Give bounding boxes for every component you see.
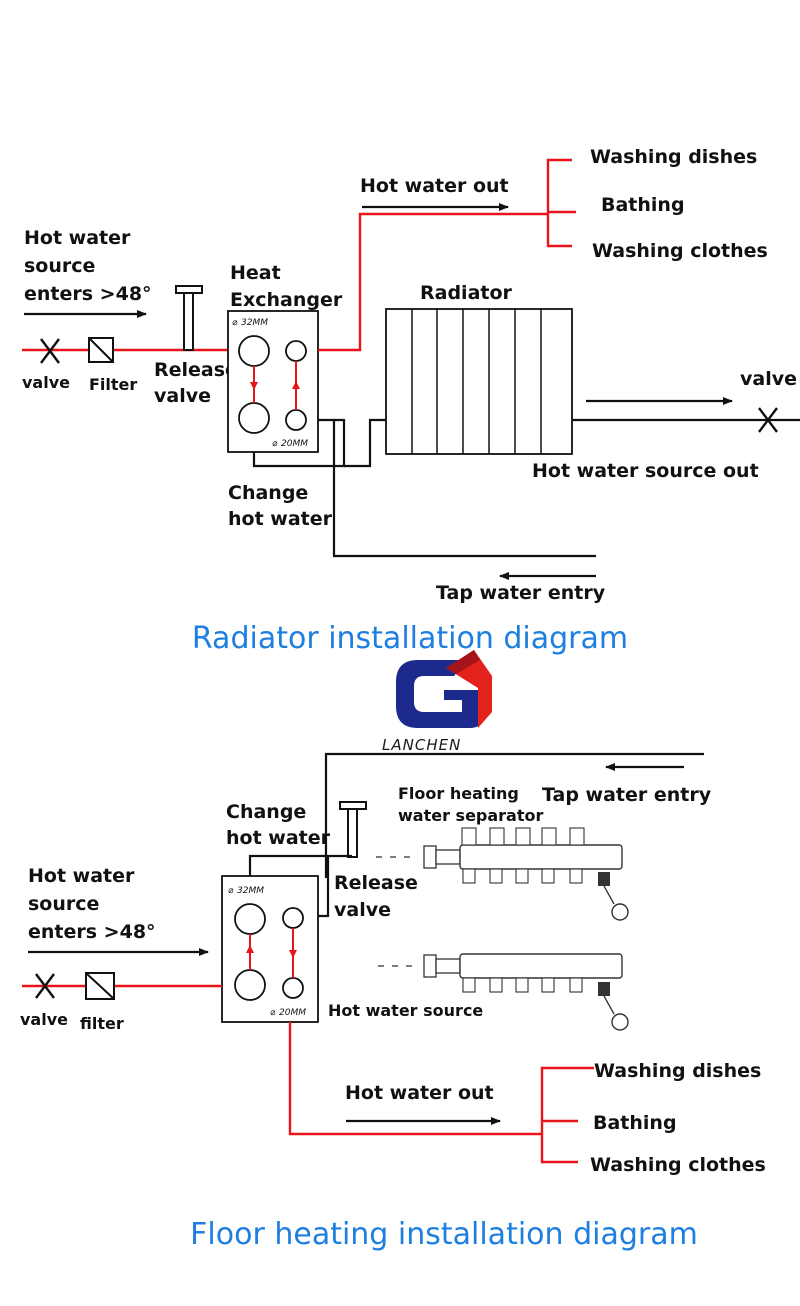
floor-water-separator-top <box>376 827 629 921</box>
rad-valve-right-x-icon <box>758 407 778 433</box>
floor-heating-diagram: Tap water entry Change hot water Floor h… <box>20 752 766 1252</box>
floor-tap-water-pipe <box>324 752 704 878</box>
floor-tap-water-entry-label: Tap water entry <box>542 784 712 806</box>
floor-valve-label: valve <box>20 1010 68 1029</box>
floor-change-hot-water-pipe <box>248 854 326 876</box>
svg-text:⌀: ⌀ <box>270 1008 276 1018</box>
floor-source-in-line2: source <box>28 893 99 915</box>
floor-dia-20: 20MM <box>279 1008 306 1018</box>
lanchen-brand-text: LANCHEN <box>382 736 461 754</box>
floor-hot-water-source-label: Hot water source <box>328 1001 483 1020</box>
rad-tap-water-pipe <box>332 420 596 558</box>
rad-source-out-label: Hot water source out <box>532 460 759 482</box>
floor-use-washing-dishes: Washing dishes <box>594 1060 761 1082</box>
svg-text:⌀: ⌀ <box>272 439 278 449</box>
rad-tap-water-entry-label: Tap water entry <box>436 582 606 604</box>
rad-filter-icon <box>88 337 114 363</box>
floor-use-washing-clothes: Washing clothes <box>590 1154 766 1176</box>
rad-valve-right-label: valve <box>740 368 797 390</box>
rad-hot-water-out-label: Hot water out <box>360 175 509 197</box>
floor-filter-label: filter <box>80 1014 124 1033</box>
floor-use-branch <box>540 1066 594 1164</box>
rad-change-hot-water-line2: hot water <box>228 508 333 530</box>
floor-water-separator-bottom <box>378 953 629 1031</box>
rad-heat-exchanger-line2: Exchanger <box>230 289 343 311</box>
rad-radiator-label: Radiator <box>420 282 513 304</box>
floor-source-in-line1: Hot water <box>28 865 135 887</box>
rad-release-valve-icon <box>175 285 203 351</box>
radiator-diagram: Hot water source enters >48° valve Filte… <box>22 146 800 656</box>
rad-source-in-line1: Hot water <box>24 227 131 249</box>
rad-heat-exchanger: ⌀ 32MM ⌀ 20MM <box>227 310 319 453</box>
rad-release-valve-line1: Release <box>154 359 238 381</box>
rad-use-bathing: Bathing <box>601 194 685 216</box>
svg-text:⌀: ⌀ <box>228 886 234 896</box>
rad-radiator-feed-pipe <box>344 418 386 468</box>
rad-valve-x-icon <box>40 338 60 364</box>
rad-source-in-line3: enters >48° <box>24 283 152 305</box>
floor-valve-x-icon <box>35 973 55 999</box>
rad-use-branch <box>546 158 572 248</box>
floor-dia-32: 32MM <box>237 886 264 896</box>
svg-text:⌀: ⌀ <box>232 318 238 328</box>
rad-dia-20: 20MM <box>281 439 308 449</box>
floor-change-hot-water-line2: hot water <box>226 827 331 849</box>
floor-hot-out-pipe <box>288 1022 542 1136</box>
rad-diagram-title: Radiator installation diagram <box>192 621 628 656</box>
rad-change-hot-water-line1: Change <box>228 482 308 504</box>
floor-release-valve-line1: Release <box>334 872 418 894</box>
rad-hot-out-pipe <box>318 212 548 352</box>
floor-diagram-title: Floor heating installation diagram <box>190 1217 698 1252</box>
rad-source-in-line2: source <box>24 255 95 277</box>
floor-filter-icon <box>85 972 115 1000</box>
rad-use-washing-dishes: Washing dishes <box>590 146 757 168</box>
floor-source-in-line3: enters >48° <box>28 921 156 943</box>
radiator-unit <box>385 308 573 455</box>
rad-release-valve-line2: valve <box>154 385 211 407</box>
floor-separator-line1: Floor heating <box>398 784 519 803</box>
floor-use-bathing: Bathing <box>593 1112 677 1134</box>
floor-exchanger-separator-pipe <box>318 854 352 918</box>
floor-hot-water-out-label: Hot water out <box>345 1082 494 1104</box>
rad-valve-label: valve <box>22 373 70 392</box>
lanchen-logo: LANCHEN <box>382 650 492 754</box>
floor-separator-line2: water separator <box>398 806 543 825</box>
lanchen-logo-mark-icon <box>396 650 492 728</box>
rad-dia-32: 32MM <box>241 318 268 328</box>
floor-release-valve-line2: valve <box>334 899 391 921</box>
rad-filter-label: Filter <box>89 375 137 394</box>
floor-heat-exchanger: ⌀ 32MM ⌀ 20MM <box>221 875 319 1023</box>
rad-heat-exchanger-line1: Heat <box>230 262 281 284</box>
floor-release-valve-icon <box>339 801 367 858</box>
rad-use-washing-clothes: Washing clothes <box>592 240 768 262</box>
floor-change-hot-water-line1: Change <box>226 801 306 823</box>
